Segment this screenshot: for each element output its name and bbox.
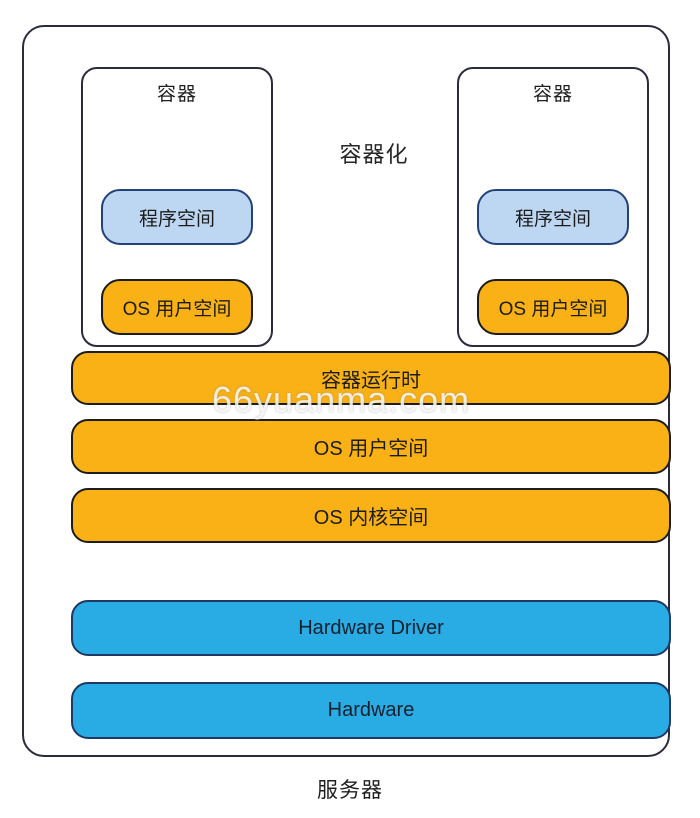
os-user-space-box-right: OS 用户空间 bbox=[477, 279, 629, 335]
layer-container-runtime: 容器运行时 bbox=[71, 351, 671, 405]
server-label: 服务器 bbox=[317, 779, 383, 802]
layer-os-user-space: OS 用户空间 bbox=[71, 419, 671, 474]
layer-hardware-label: Hardware bbox=[327, 699, 415, 721]
program-space-left-label: 程序空间 bbox=[138, 208, 215, 230]
layer-hardware: Hardware bbox=[71, 682, 671, 739]
program-space-right-label: 程序空间 bbox=[514, 208, 591, 230]
os-user-space-right-label: OS 用户空间 bbox=[498, 298, 608, 320]
container-box-left: 容器 程序空间 OS 用户空间 bbox=[81, 67, 273, 347]
containerization-label: 容器化 bbox=[339, 142, 409, 167]
container-box-right: 容器 程序空间 OS 用户空间 bbox=[457, 67, 649, 347]
layer-container-runtime-label: 容器运行时 bbox=[321, 369, 421, 392]
layer-hardware-driver: Hardware Driver bbox=[71, 600, 671, 656]
os-user-space-left-label: OS 用户空间 bbox=[122, 298, 232, 320]
os-user-space-box-left: OS 用户空间 bbox=[101, 279, 253, 335]
layer-os-kernel-space-label: OS 内核空间 bbox=[313, 507, 429, 529]
layer-os-kernel-space: OS 内核空间 bbox=[71, 488, 671, 543]
server-box: 容器 程序空间 OS 用户空间 容器 程序空间 OS 用户空间 容器化 容器运行… bbox=[22, 25, 671, 757]
container-right-title: 容器 bbox=[532, 84, 573, 105]
layer-os-user-space-label: OS 用户空间 bbox=[313, 438, 429, 460]
program-space-box-right: 程序空间 bbox=[477, 189, 629, 245]
container-left-title: 容器 bbox=[156, 84, 197, 105]
layer-hardware-driver-label: Hardware Driver bbox=[298, 616, 444, 639]
program-space-box-left: 程序空间 bbox=[101, 189, 253, 245]
